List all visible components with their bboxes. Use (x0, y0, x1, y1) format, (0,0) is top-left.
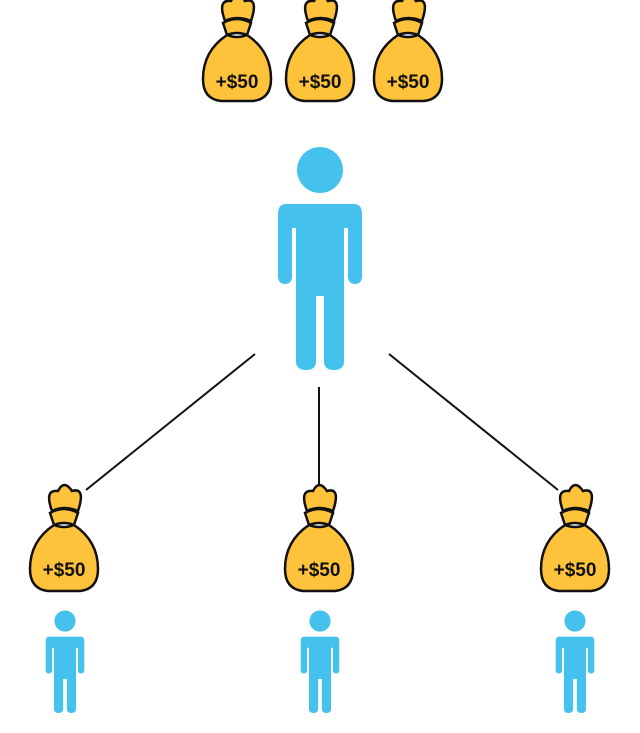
money-bag-icon: +$50 (283, 483, 355, 593)
bag-label: +$50 (554, 560, 597, 581)
money-bag-icon: +$50 (201, 0, 273, 103)
money-bag-icon: +$50 (539, 483, 611, 593)
money-bag-icon: +$50 (372, 0, 444, 103)
bag-label: +$50 (216, 72, 259, 93)
person-icon (45, 610, 85, 714)
connector-line-right (388, 353, 559, 491)
connector-line-left (85, 353, 256, 491)
person-icon (300, 610, 340, 714)
bag-label: +$50 (298, 560, 341, 581)
money-bag-icon: +$50 (28, 483, 100, 593)
bag-label: +$50 (387, 72, 430, 93)
referral-bags: +$50 +$50 +$50 (28, 483, 611, 593)
person-icon (555, 610, 595, 714)
bag-label: +$50 (299, 72, 342, 93)
connector-lines (85, 353, 559, 491)
top-bags: +$50 +$50 +$50 (201, 0, 444, 103)
referral-persons (45, 610, 595, 714)
money-bag-icon: +$50 (284, 0, 356, 103)
person-icon (278, 147, 362, 370)
bag-label: +$50 (43, 560, 86, 581)
